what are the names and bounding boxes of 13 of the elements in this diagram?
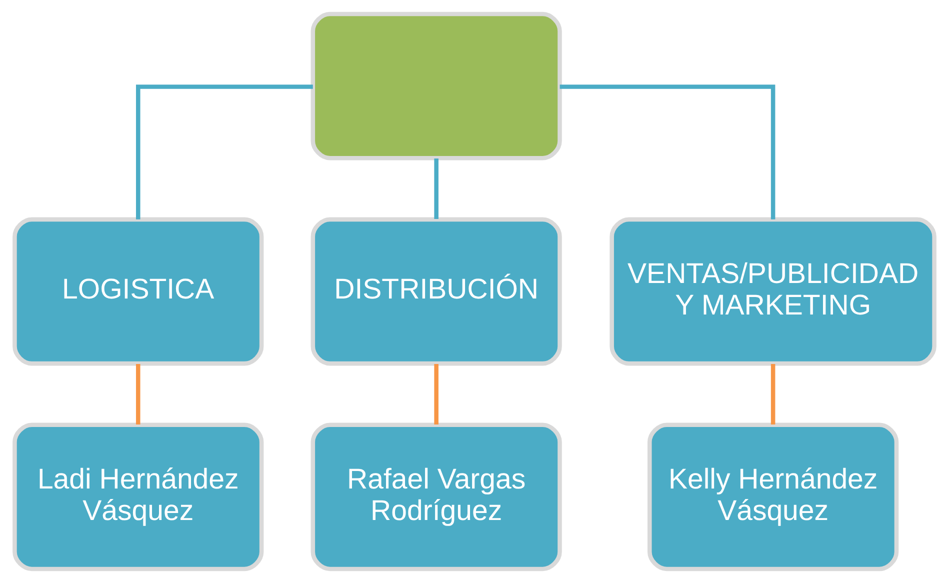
connector	[434, 158, 438, 220]
node-box: Ladi Hernández Vásquez	[12, 422, 264, 572]
connector	[770, 364, 775, 424]
node-box: LOGISTICA	[12, 217, 264, 366]
connector	[434, 364, 438, 424]
node-box: VENTAS/PUBLICIDAD Y MARKETING	[609, 217, 936, 366]
connector	[135, 84, 312, 220]
connector	[559, 84, 775, 220]
node-box: Rafael Vargas Rodríguez	[310, 422, 562, 572]
connector	[135, 364, 140, 424]
node-box: Kelly Hernández Vásquez	[647, 422, 898, 572]
node-box: DISTRIBUCIÓN	[310, 217, 562, 366]
node-box	[310, 12, 562, 160]
